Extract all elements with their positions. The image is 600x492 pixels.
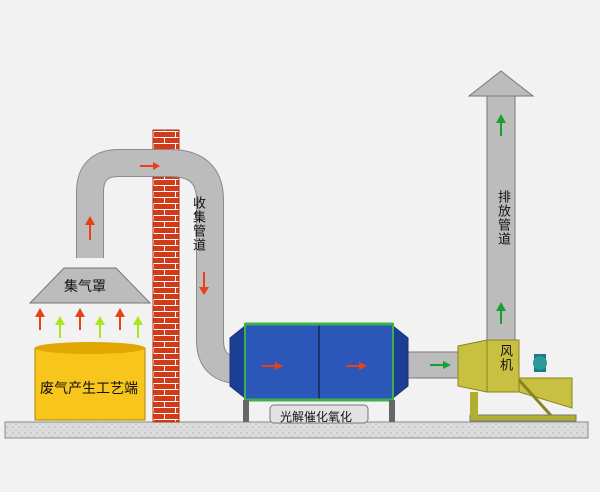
- flow-arrow-reactor-1: [262, 362, 283, 370]
- flow-arrow-up-hood: [85, 216, 95, 240]
- gas-arrow-2: [55, 316, 65, 338]
- fan-label: 风机: [497, 344, 512, 372]
- gas-arrow-1: [35, 308, 45, 330]
- flow-arrow-right-top: [140, 162, 160, 170]
- collection-hood: [28, 267, 152, 304]
- collection-pipe-label: 收集管道: [190, 196, 205, 252]
- gas-arrow-3: [75, 308, 85, 330]
- exhaust-cap: [467, 70, 535, 97]
- gas-arrow-4: [95, 316, 105, 338]
- flow-arrow-reactor-2: [346, 362, 367, 370]
- exhaust-pipe-label: 排放管道: [495, 190, 510, 246]
- brick-chimney: [152, 129, 180, 423]
- flow-arrow-outlet: [430, 361, 451, 369]
- flow-arrow-stack-top: [496, 114, 506, 136]
- flow-arrow-down-duct: [199, 272, 209, 295]
- hood-label: 集气罩: [64, 279, 106, 295]
- reactor-label: 光解催化氧化: [280, 410, 353, 424]
- gas-arrow-6: [133, 316, 143, 338]
- source-label: 废气产生工艺端: [40, 381, 138, 397]
- fan-unit: [457, 339, 577, 422]
- gas-arrow-5: [115, 308, 125, 330]
- photocatalytic-reactor: [229, 322, 409, 424]
- flow-arrow-stack-bottom: [496, 302, 506, 324]
